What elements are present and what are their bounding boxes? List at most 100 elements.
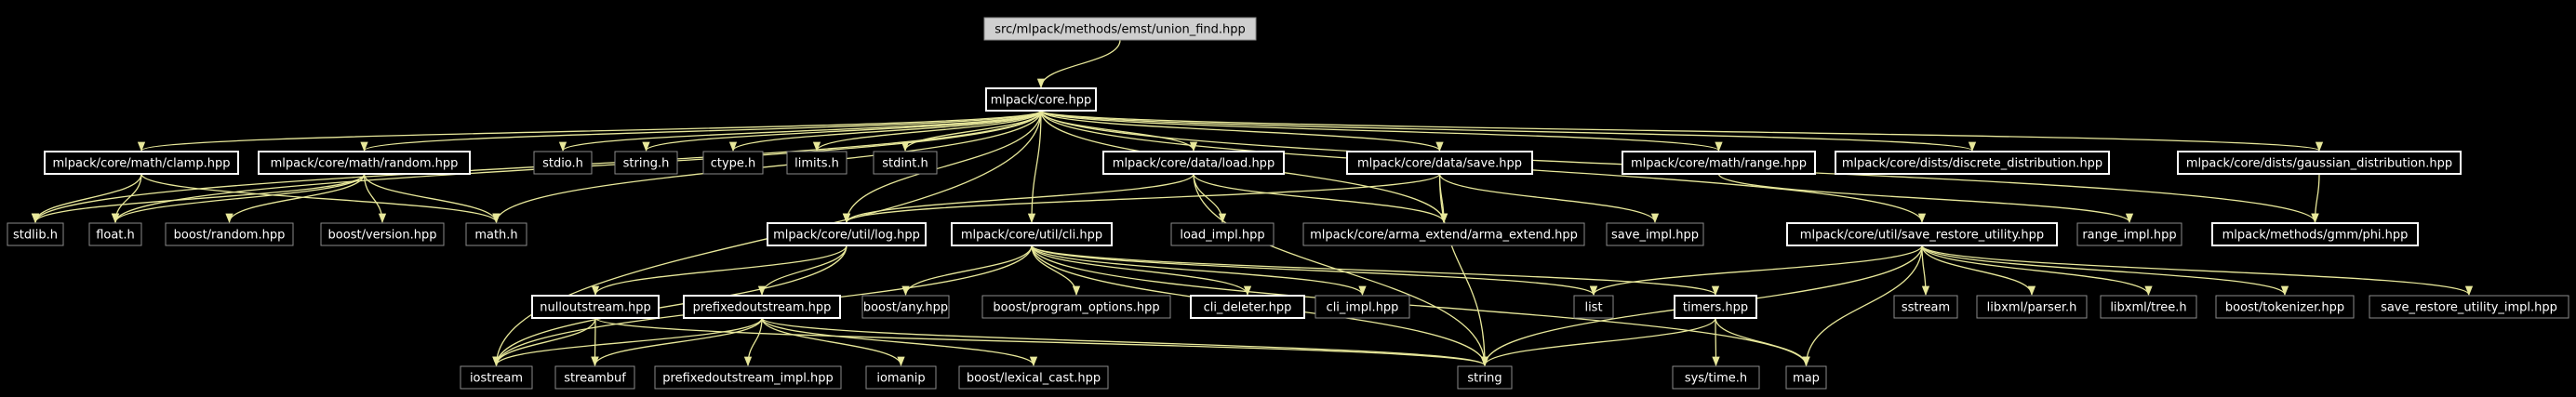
node-label: src/mlpack/methods/emst/union_find.hpp [994,23,1246,37]
node-save[interactable]: mlpack/core/data/save.hpp [1346,151,1533,175]
node-box [1346,151,1533,175]
node-label: mlpack/core/math/range.hpp [1631,157,1807,171]
node-label: mlpack/core/util/cli.hpp [961,229,1102,243]
edge-log-nullout [591,245,848,297]
edge-core-range [1040,110,1723,152]
node-root[interactable]: src/mlpack/methods/emst/union_find.hpp [983,17,1257,41]
node-box [2100,295,2197,319]
node-libxmltree: libxml/tree.h [2100,295,2197,319]
node-label: mlpack/core/util/save_restore_utility.hp… [1800,229,2044,243]
node-label: nulloutstream.hpp [540,301,650,315]
node-timers[interactable]: timers.hpp [1674,295,1757,319]
node-random[interactable]: mlpack/core/math/random.hpp [258,151,471,175]
edge-saverestore-boosttok [1921,245,2289,297]
node-label: iomanip [876,372,925,386]
node-label: limits.h [794,157,839,171]
node-label: streambuf [564,372,626,386]
node-label: boost/program_options.hpp [993,301,1159,315]
node-box [533,151,593,175]
node-prefixed[interactable]: prefixedoutstream.hpp [683,295,841,319]
node-box [786,151,848,175]
edge-core-log [842,110,1042,224]
node-label: prefixedoutstream.hpp [693,301,832,315]
node-box [2076,222,2182,246]
node-box [683,295,841,319]
edge-saverestore-map [1802,245,1923,367]
edge-save-saveimpl [1438,173,1660,224]
node-label: stdint.h [882,157,928,171]
node-box [1573,295,1614,319]
node-label: libxml/tree.h [2110,301,2186,315]
edge-core-clamp [138,110,1042,152]
node-box [460,365,533,390]
edge-random-math [363,173,501,224]
node-cli[interactable]: mlpack/core/util/cli.hpp [951,222,1113,246]
node-box [1457,365,1513,390]
node-discrete[interactable]: mlpack/core/dists/discrete_distribution.… [1835,151,2110,175]
node-range[interactable]: mlpack/core/math/range.hpp [1622,151,1816,175]
edge-prefixed-string [761,317,1488,367]
node-label: ctype.h [711,157,756,171]
edge-saverestore-list [1589,245,1923,297]
node-lexcast: boost/lexical_cast.hpp [958,365,1109,390]
node-gaussian[interactable]: mlpack/core/dists/gaussian_distribution.… [2177,151,2462,175]
node-label: save_impl.hpp [1611,229,1699,243]
node-box [767,222,927,246]
edge-clamp-stdlib [31,173,142,224]
edge-core-random [360,110,1042,152]
node-log[interactable]: mlpack/core/util/log.hpp [767,222,927,246]
node-box [985,87,1097,112]
node-label: save_restore_utility_impl.hpp [2381,301,2557,315]
edge-nullout-string [594,317,1488,367]
node-box [2369,295,2569,319]
edge-cli-map [1031,245,1810,367]
node-label: mlpack/core/util/log.hpp [773,229,920,243]
node-saveimpl: save_impl.hpp [1606,222,1704,246]
node-nullout[interactable]: nulloutstream.hpp [531,295,660,319]
node-box [958,365,1109,390]
node-clideleter[interactable]: cli_deleter.hpp [1190,295,1305,319]
edge-cli-timers [1031,245,1719,297]
node-label: mlpack/core/dists/discrete_distribution.… [1842,157,2102,171]
node-box [2215,295,2355,319]
edge-core-stringh [642,110,1042,152]
node-label: mlpack/core/data/save.hpp [1357,157,1522,171]
node-label: string [1467,372,1502,386]
edge-core-cli [1027,110,1042,224]
edge-core-ctype [728,110,1042,152]
edge-core-stdio [559,110,1042,152]
edge-random-boostrandom [225,173,366,224]
node-clamp[interactable]: mlpack/core/math/clamp.hpp [44,151,239,175]
node-label: prefixedoutstream_impl.hpp [662,372,833,386]
node-phi[interactable]: mlpack/methods/gmm/phi.hpp [2211,222,2419,246]
edge-core-save [1040,110,1444,152]
node-box [1190,295,1305,319]
node-label: range_impl.hpp [2082,229,2176,243]
node-box [1622,151,1816,175]
node-math: math.h [465,222,527,246]
node-label: timers.hpp [1683,301,1748,315]
node-label: float.h [96,229,135,243]
node-box [1835,151,2110,175]
node-prefimpl: prefixedoutstream_impl.hpp [654,365,842,390]
node-map: map [1785,365,1827,390]
edge-random-stdlib [31,173,366,224]
node-box [1672,365,1760,390]
node-string: string [1457,365,1513,390]
edge-cli-cliimpl [1031,245,1367,297]
node-box [1315,295,1410,319]
edge-cli-list [1031,245,1597,297]
node-box [554,365,635,390]
edge-cli-boostany [901,245,1033,297]
node-label: stdio.h [542,157,583,171]
node-label: math.h [474,229,517,243]
node-cliimpl: cli_impl.hpp [1315,295,1410,319]
node-saverestore[interactable]: mlpack/core/util/save_restore_utility.hp… [1786,222,2058,246]
node-box [865,365,937,390]
node-core[interactable]: mlpack/core.hpp [985,87,1097,112]
node-box [951,222,1113,246]
node-load[interactable]: mlpack/core/data/load.hpp [1102,151,1285,175]
edge-saverestore-srimpl [1921,245,2473,297]
header-nodes: src/mlpack/methods/emst/union_find.hppml… [7,17,2569,390]
node-label: list [1584,301,1602,315]
